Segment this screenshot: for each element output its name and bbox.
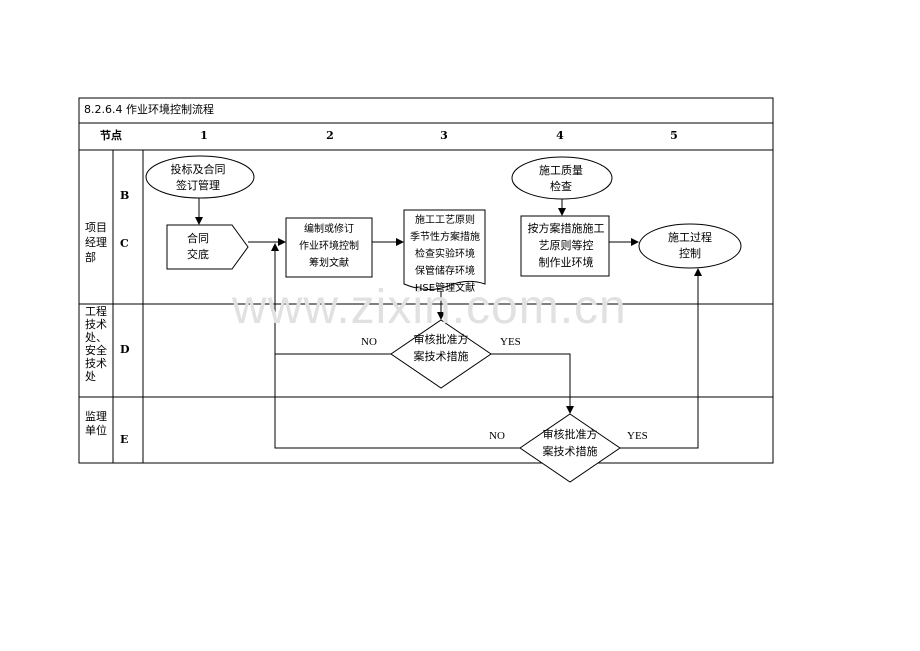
- bid-contract-node: [145, 155, 255, 199]
- implement-node: [520, 215, 610, 277]
- edge-review-e-yes: [620, 268, 702, 449]
- bid-contract-text-2: 签订管理: [176, 179, 220, 192]
- compile-doc-node: [285, 217, 373, 278]
- row-code-c: C: [120, 237, 129, 250]
- table-grid: [78, 97, 774, 464]
- column-5-label: 5: [670, 129, 678, 142]
- review-d-text-2: 案技术措施: [413, 350, 469, 363]
- row-code-d: D: [120, 343, 130, 356]
- implement-text-1: 按方案措施施工: [527, 222, 605, 235]
- review-e-text-1: 审核批准方: [542, 428, 598, 441]
- compile-doc-text-1: 编制或修订: [304, 224, 354, 235]
- review-e-yes-label: YES: [627, 430, 648, 442]
- handover-node: [166, 224, 249, 270]
- review-d-no-label: NO: [361, 336, 377, 348]
- implement-text-2: 艺原则等控: [538, 239, 594, 252]
- implement-text-3: 制作业环境: [538, 256, 594, 269]
- row-label-eng-4: 安全: [85, 344, 107, 357]
- row-label-eng-5: 技术: [85, 357, 107, 370]
- column-3-label: 3: [440, 129, 448, 142]
- review-e-node: [519, 413, 621, 483]
- row-label-eng-3: 处、: [85, 331, 107, 344]
- connectors: [195, 198, 702, 449]
- row-label-eng-6: 处: [85, 370, 96, 383]
- principles-doc-text-1: 施工工艺原则: [415, 215, 475, 226]
- node-header-label: 节点: [100, 129, 122, 142]
- row-label-project-3: 部: [85, 251, 96, 264]
- watermark-text: www.zixin.com.cn: [232, 281, 627, 334]
- process-control-node: [638, 223, 742, 269]
- row-label-eng-1: 工程: [85, 305, 107, 318]
- row-code-e: E: [120, 433, 129, 446]
- compile-doc-text-2: 作业环境控制: [299, 241, 359, 252]
- construction-quality-text-2: 检查: [550, 180, 572, 193]
- process-control-text-2: 控制: [679, 247, 701, 260]
- principles-doc-text-4: 保管储存环境: [415, 266, 475, 277]
- column-4-label: 4: [556, 129, 564, 142]
- process-control-text-1: 施工过程: [668, 231, 712, 244]
- row-label-eng-2: 技术: [85, 318, 107, 331]
- flow-title: 8.2.6.4 作业环境控制流程: [84, 103, 214, 116]
- row-label-project-2: 经理: [85, 236, 107, 249]
- column-1-label: 1: [200, 129, 208, 142]
- row-label-sup-2: 单位: [85, 424, 107, 437]
- row-label-sup-1: 监理: [85, 410, 107, 423]
- review-e-no-label: NO: [489, 430, 505, 442]
- construction-quality-text-1: 施工质量: [539, 164, 583, 177]
- principles-doc-text-3: 检查实验环境: [415, 249, 475, 260]
- column-2-label: 2: [326, 129, 334, 142]
- handover-text-2: 交底: [187, 248, 209, 261]
- row-label-project-1: 项目: [85, 221, 107, 234]
- principles-doc-node: [403, 209, 486, 290]
- edge-review-e-no: [274, 354, 520, 449]
- review-e-text-2: 案技术措施: [542, 445, 598, 458]
- review-d-text-1: 审核批准方: [413, 333, 469, 346]
- handover-text-1: 合同: [187, 232, 209, 245]
- bid-contract-text-1: 投标及合同: [170, 163, 226, 176]
- principles-doc-text-5: HSE管理文献: [414, 283, 476, 294]
- principles-doc-text-2: 季节性方案措施: [410, 232, 480, 243]
- row-code-b: B: [120, 189, 130, 202]
- compile-doc-text-3: 筹划文献: [309, 258, 349, 269]
- review-d-node: [390, 319, 492, 389]
- edge-review-d-yes: [491, 353, 574, 414]
- review-d-yes-label: YES: [500, 336, 521, 348]
